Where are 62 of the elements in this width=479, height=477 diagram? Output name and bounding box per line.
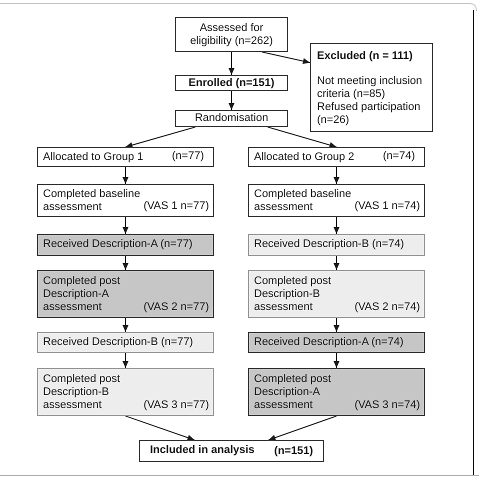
box-heading: Excluded (n = 111) xyxy=(317,50,414,63)
count-text: (VAS 2 n=77) xyxy=(143,301,209,314)
arrow xyxy=(122,216,128,234)
arrow xyxy=(228,52,234,76)
count-text: (VAS 1 n=74) xyxy=(354,200,420,213)
arrow xyxy=(122,352,128,368)
box-text: Assessed for eligibility (n=262) xyxy=(189,22,274,48)
box-text: Completed post Description-A assessment xyxy=(43,275,120,313)
box-text: Completed baseline assessment xyxy=(43,188,140,213)
arrow xyxy=(268,416,337,440)
box-text: Enrolled (n=151) xyxy=(188,77,276,90)
count-text: (VAS 1 n=77) xyxy=(143,200,209,213)
arrow xyxy=(334,352,340,368)
shaded-flow-box xyxy=(37,332,214,353)
arrow xyxy=(125,416,195,441)
flow-box xyxy=(175,110,288,127)
box-text: Received Description-B (n=77) xyxy=(43,336,194,348)
arrow xyxy=(122,318,128,332)
box-text: Allocated to Group 2 xyxy=(254,151,354,163)
arrow xyxy=(334,166,340,184)
count-text: (n=151) xyxy=(274,445,313,458)
shaded-flow-box xyxy=(248,368,425,416)
box-text: Included in analysis xyxy=(150,444,255,456)
flow-box xyxy=(248,147,425,167)
shaded-flow-box xyxy=(37,234,214,256)
shaded-flow-box xyxy=(248,332,425,353)
box-text: Received Description-A (n=74) xyxy=(254,336,404,348)
arrow xyxy=(262,52,310,64)
flow-box xyxy=(175,75,288,91)
flow-box xyxy=(37,184,214,217)
shaded-flow-box xyxy=(248,234,425,256)
shaded-flow-box xyxy=(248,270,425,318)
box-text: Completed baseline assessment xyxy=(254,188,352,213)
flow-box xyxy=(175,17,288,52)
shaded-flow-box xyxy=(37,368,214,416)
flow-box xyxy=(37,147,214,167)
box-text: Allocated to Group 1 xyxy=(43,151,144,163)
arrow xyxy=(122,166,128,184)
count-text: (n=77) xyxy=(172,150,204,163)
count-text: (n=74) xyxy=(382,150,415,163)
flow-box xyxy=(139,440,324,462)
arrow xyxy=(334,216,340,234)
box-text: Completed post Description-A assessment xyxy=(254,373,332,411)
arrow xyxy=(122,256,128,270)
count-text: (VAS 3 n=74) xyxy=(354,399,420,412)
flow-box xyxy=(310,43,433,132)
count-text: (VAS 3 n=77) xyxy=(143,399,209,412)
arrow xyxy=(267,126,337,148)
arrow xyxy=(125,126,196,148)
box-text: Completed post Description-B assessment xyxy=(254,275,332,313)
flow-box xyxy=(248,184,425,217)
exclusion-reason: Not meeting inclusion criteria (n=85) xyxy=(317,75,424,101)
arrow xyxy=(334,318,340,332)
shaded-flow-box xyxy=(37,270,214,318)
box-text: Received Description-B (n=74) xyxy=(254,238,404,250)
exclusion-reason: Refused participation (n=26) xyxy=(317,101,422,127)
box-text: Completed post Description-B assessment xyxy=(43,373,120,411)
box-text: Received Description-A (n=77) xyxy=(43,238,192,250)
arrow xyxy=(334,256,340,270)
box-text: Randomisation xyxy=(194,112,270,125)
arrow xyxy=(228,90,234,110)
count-text: (VAS 2 n=74) xyxy=(354,301,420,314)
